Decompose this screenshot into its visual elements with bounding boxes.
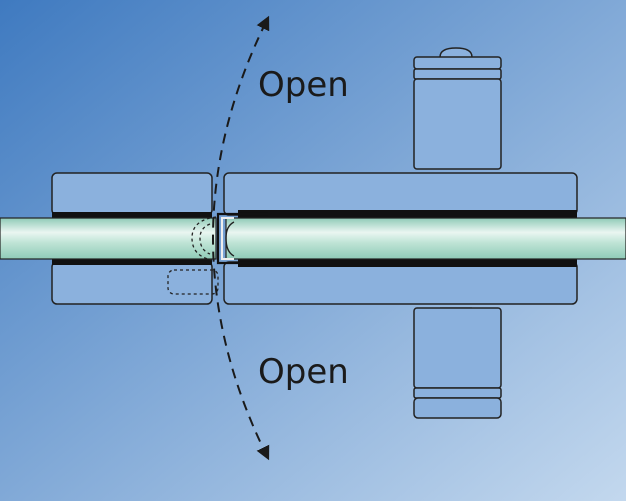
label-open-top: Open <box>258 65 349 105</box>
right-clamp <box>223 172 578 305</box>
u-channel-seal <box>216 212 268 265</box>
bottom-knob <box>413 307 502 419</box>
swing-arc <box>212 15 270 461</box>
gaskets <box>52 210 577 267</box>
top-knob <box>413 47 502 170</box>
label-open-bottom: Open <box>258 352 349 392</box>
left-clamp <box>51 172 213 305</box>
dashed-rotated-outline <box>167 216 219 295</box>
left-glass-panel <box>0 217 217 260</box>
right-glass-panel <box>225 217 626 260</box>
